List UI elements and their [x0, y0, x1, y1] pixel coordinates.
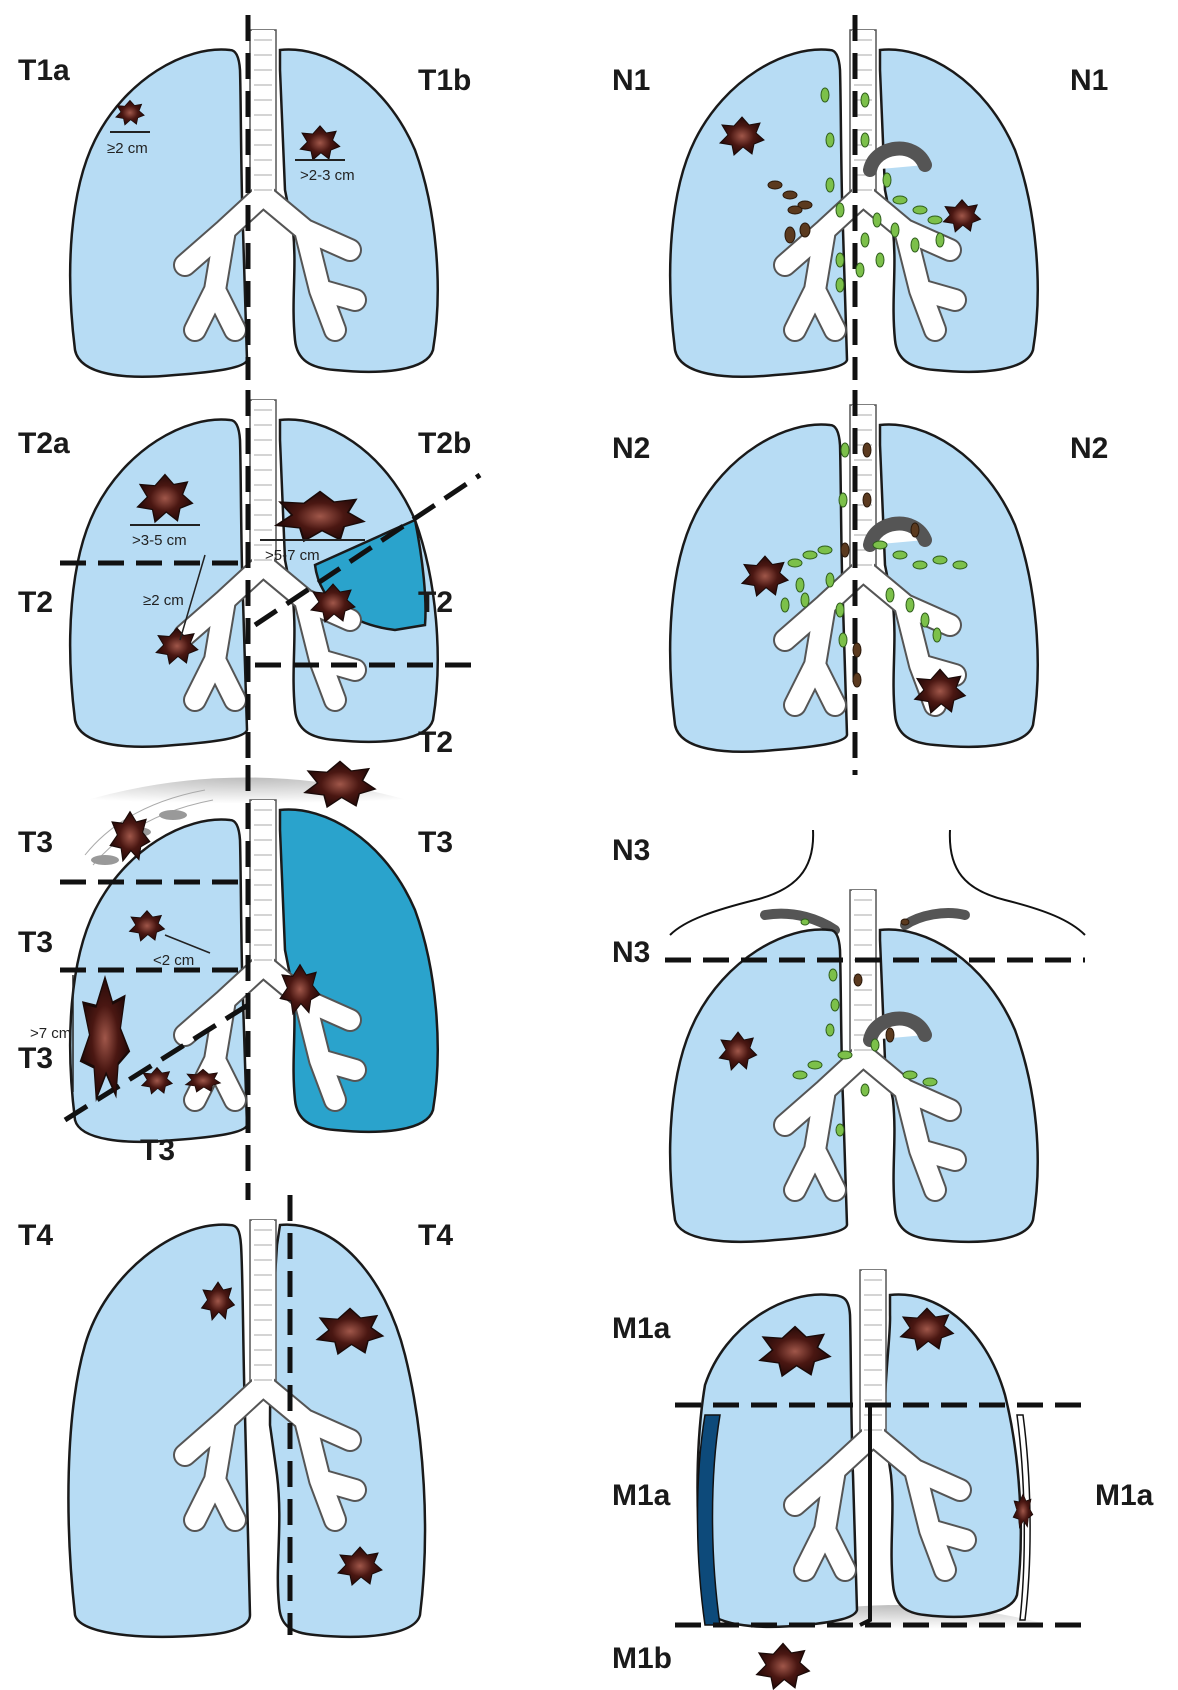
label-t2b: T2b [418, 427, 471, 460]
label-t3-top-right: T3 [418, 826, 453, 859]
label-n2-right: N2 [1070, 432, 1108, 465]
label-t4-right: T4 [418, 1219, 453, 1252]
label-m1a-right: M1a [1095, 1479, 1154, 1512]
label-t3-bottom: T3 [140, 1134, 175, 1167]
label-t3-top-left: T3 [18, 826, 53, 859]
label-m1a-left: M1a [612, 1479, 671, 1512]
label-m1b: M1b [612, 1642, 672, 1675]
tumor-m1b [757, 1643, 810, 1689]
label-t2-right: T2 [418, 586, 453, 619]
panel-t1: ≥2 cm >2-3 cm [70, 15, 438, 380]
label-t1a: T1a [18, 54, 70, 87]
size-t2c: ≥2 cm [143, 592, 184, 609]
label-n2-left: N2 [612, 432, 650, 465]
label-t2-left: T2 [18, 586, 53, 619]
label-n3-bottom: N3 [612, 936, 650, 969]
label-n3-top: N3 [612, 834, 650, 867]
label-n1-right: N1 [1070, 64, 1108, 97]
label-t2a: T2a [18, 427, 70, 460]
size-t3a: <2 cm [153, 952, 194, 969]
size-t3b: >7 cm [30, 1025, 71, 1042]
label-n1-left: N1 [612, 64, 650, 97]
label-t2-bottom: T2 [418, 726, 453, 759]
label-t3-low: T3 [18, 1042, 53, 1075]
size-t2a: >3-5 cm [132, 532, 187, 549]
label-t3-mid: T3 [18, 926, 53, 959]
panel-t3: <2 cm >7 cm [30, 765, 438, 1200]
panel-t4 [68, 1195, 425, 1637]
label-m1a-top: M1a [612, 1312, 671, 1345]
panel-t2: >3-5 cm >5-7 cm ≥2 cm [55, 390, 480, 810]
size-t1b: >2-3 cm [300, 167, 355, 184]
panel-n2 [670, 390, 1038, 775]
panel-n1 [670, 15, 1038, 380]
panel-n3 [665, 830, 1085, 1242]
label-t1b: T1b [418, 64, 471, 97]
size-t2b: >5-7 cm [265, 547, 320, 564]
label-t4-left: T4 [18, 1219, 53, 1252]
panel-m1 [675, 1270, 1085, 1689]
size-t1a: ≥2 cm [107, 140, 148, 157]
